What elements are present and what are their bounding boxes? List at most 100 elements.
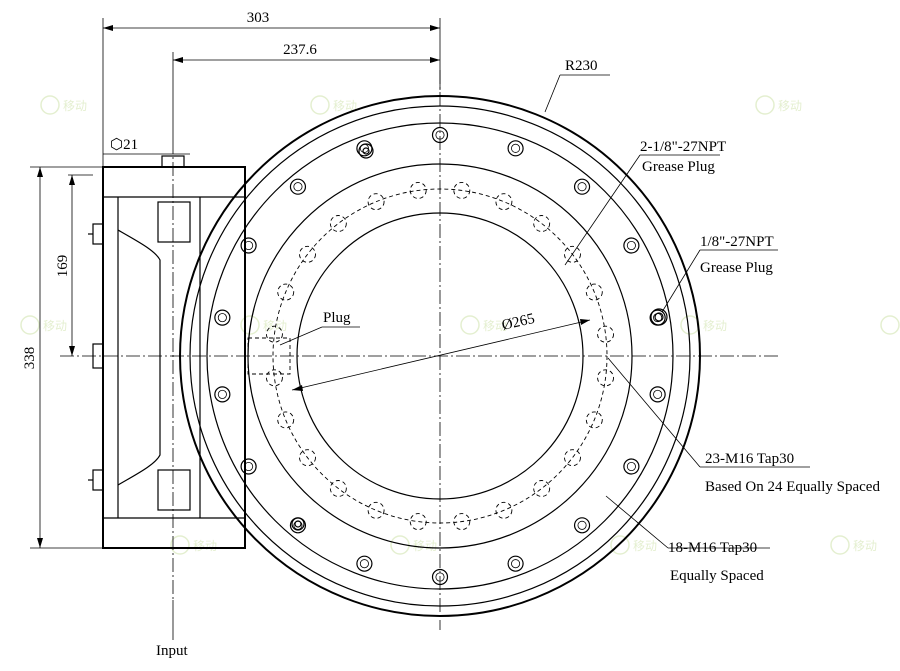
outer-bolt-hole-core <box>217 389 227 399</box>
inner-tap-hole <box>597 325 615 343</box>
watermark-logo-text: 移动 <box>633 539 657 553</box>
outer-bolt-hole <box>623 458 640 475</box>
dim-338-label: 338 <box>22 347 38 370</box>
outer-bolt-hole-core <box>359 559 369 569</box>
outer-bolt-hole <box>431 568 449 586</box>
outer-bolt-hole <box>240 458 257 475</box>
inner-tap-hole <box>564 245 581 263</box>
watermark-logo-text: 移动 <box>63 99 87 113</box>
outer-bolt-hole-core <box>244 240 254 251</box>
outer-bolt-hole-core <box>244 461 254 472</box>
dim-bore: Ø265 <box>291 311 591 391</box>
outer-bolt-hole <box>356 555 373 572</box>
inner-tap-hole <box>265 325 283 343</box>
callout-grease-plug-2: 1/8"-27NPT Grease Plug <box>661 234 778 313</box>
inner-tap-hole <box>409 181 427 199</box>
watermark-logo-mark <box>830 535 850 555</box>
inner-taps-spec: 23-M16 Tap30 <box>705 451 794 467</box>
outer-bolt-hole-core <box>577 520 587 530</box>
watermark-logo-text: 移动 <box>703 319 727 333</box>
outer-bolt-hole-core <box>626 240 636 251</box>
inner-tap-hole <box>453 513 471 531</box>
outer-bolt-hole-core <box>435 130 445 140</box>
outer-bolt-hole-core <box>511 143 521 153</box>
outer-bolt-hole <box>507 555 524 572</box>
callout-grease-plug-1: 2-1/8"-27NPT Grease Plug <box>564 139 726 266</box>
outer-taps-spacing: Equally Spaced <box>670 568 764 584</box>
watermark-logo-mark <box>20 315 40 335</box>
grease-plug-bottom <box>291 517 305 531</box>
watermark-logo-mark <box>680 315 700 335</box>
callout-plug: Plug <box>279 310 360 346</box>
slewing-ring <box>60 70 780 630</box>
grease-plug-2-label: Grease Plug <box>700 260 773 276</box>
input-label: Input <box>156 643 188 659</box>
outer-bolt-hole-core <box>626 461 636 472</box>
watermark-logo-mark <box>460 315 480 335</box>
inner-tap-hole <box>409 513 427 531</box>
inner-tap-hole <box>585 283 603 301</box>
inner-tap-hole <box>585 411 603 429</box>
watermark-logo-text: 移动 <box>483 319 507 333</box>
worm-housing <box>88 140 246 600</box>
inner-tap-hole <box>277 283 295 301</box>
dim-hex-label: ⬡21 <box>110 137 138 153</box>
grease-plug-1-label: Grease Plug <box>642 159 715 175</box>
callout-inner-taps: 23-M16 Tap30 Based On 24 Equally Spaced <box>607 357 880 495</box>
outer-bolt-hole <box>431 126 449 144</box>
watermark-logo-mark <box>310 95 330 115</box>
watermark-logo-text: 移动 <box>43 319 67 333</box>
inner-taps-spacing: Based On 24 Equally Spaced <box>705 479 880 495</box>
inner-tap-hole <box>367 501 385 519</box>
grease-plug-1-size: 2-1/8"-27NPT <box>640 139 726 155</box>
dim-outer-radius: R230 <box>544 58 610 113</box>
outer-bolt-hole-core <box>511 559 521 569</box>
outer-bolt-hole <box>240 237 257 254</box>
watermark-logo-text: 移动 <box>413 539 437 553</box>
watermark-logo-mark <box>880 315 900 335</box>
watermark-logo-mark <box>40 95 60 115</box>
grease-plug-2-size: 1/8"-27NPT <box>700 234 774 250</box>
watermark-logo-text: 移动 <box>853 539 877 553</box>
outer-bolt-hole <box>214 309 231 326</box>
inner-tap-hole <box>453 181 471 199</box>
watermark-logo-text: 移动 <box>778 99 802 113</box>
outer-bolt-hole-core <box>577 182 587 192</box>
outer-bolt-hole-core <box>653 389 663 399</box>
dim-bore-label: Ø265 <box>500 311 536 334</box>
outer-bolt-hole <box>214 386 231 403</box>
callout-input: Input <box>156 600 188 659</box>
watermark-logo-mark <box>610 535 630 555</box>
dim-housing-height: 338 <box>22 166 103 549</box>
dim-303-label: 303 <box>247 10 270 26</box>
inner-tap-hole <box>495 501 513 519</box>
inner-tap-hole <box>533 215 551 232</box>
callout-outer-taps: 18-M16 Tap30 Equally Spaced <box>605 495 770 584</box>
outer-bolt-hole <box>649 386 666 403</box>
dim-169-label: 169 <box>55 255 71 278</box>
watermark-logo-text: 移动 <box>193 539 217 553</box>
inner-tap-hole <box>299 449 316 467</box>
outer-taps-spec: 18-M16 Tap30 <box>668 540 757 556</box>
plug-area <box>247 337 291 375</box>
outer-bolt-hole <box>573 517 591 534</box>
watermark-logo-mark <box>170 535 190 555</box>
watermark-logo-mark <box>755 95 775 115</box>
inner-tap-hole <box>564 449 581 467</box>
dim-r230-label: R230 <box>565 58 598 74</box>
plug-label: Plug <box>323 310 351 326</box>
outer-bolt-hole <box>573 178 591 195</box>
dim-hex: ⬡21 <box>103 137 190 155</box>
outer-bolt-hole-core <box>435 572 445 582</box>
outer-bolt-hole-core <box>293 182 303 192</box>
inner-tap-hole <box>265 369 283 387</box>
outer-bolt-hole <box>623 237 640 254</box>
inner-tap-hole <box>299 245 316 263</box>
inner-bolt-holes <box>265 181 615 531</box>
inner-tap-hole <box>533 480 551 497</box>
inner-tap-hole <box>277 411 295 429</box>
inner-tap-hole <box>495 193 513 211</box>
inner-tap-hole <box>329 480 347 497</box>
watermark-logo-text: 移动 <box>333 99 357 113</box>
